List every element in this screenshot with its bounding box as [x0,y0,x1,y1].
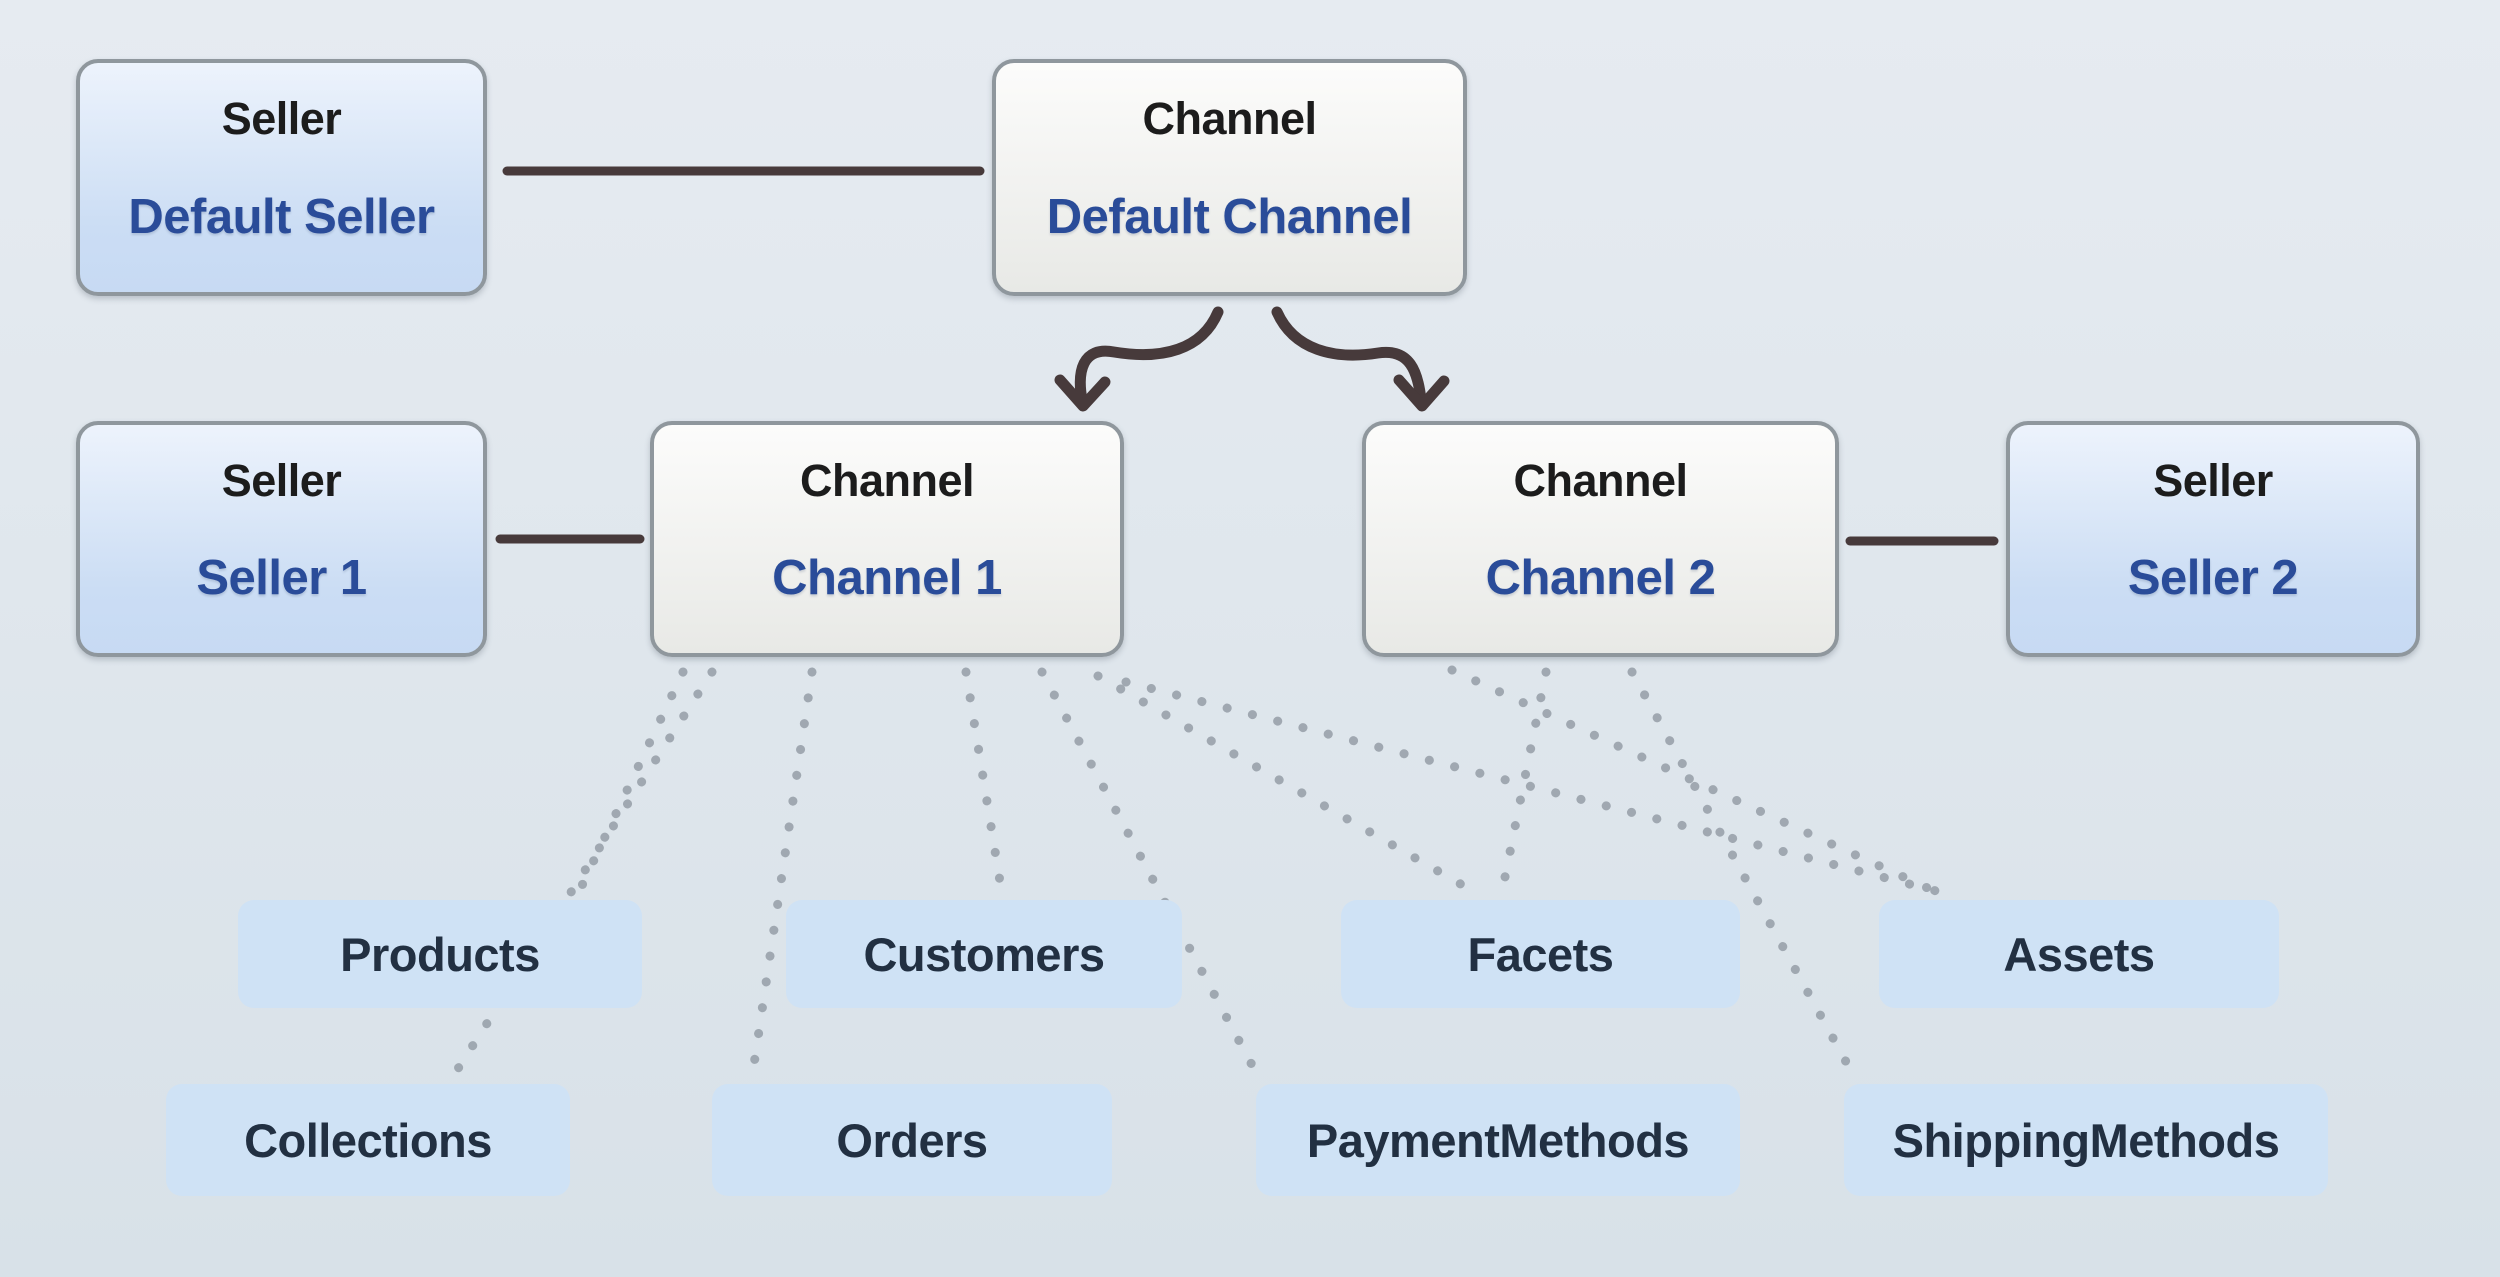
arrowhead-channel2-icon [1393,374,1450,412]
arrow-default-channel-to-channel1 [1074,306,1224,406]
dotted-channel2-assets [1447,665,1937,895]
arrowhead-channel1-icon [1054,374,1111,412]
node-seller1: Seller Seller 1 [76,421,487,657]
arrow-default-channel-to-channel2 [1271,306,1427,406]
entity-facets: Facets [1341,900,1740,1008]
node-type-label: Seller [221,454,342,506]
dotted-channel1-assets [1121,677,1953,899]
node-name-label: Seller 2 [2127,551,2299,606]
node-name-label: Default Seller [128,189,435,244]
entity-products: Products [238,900,642,1008]
dotted-channel1-customers [961,667,1007,899]
entity-assets: Assets [1879,900,2279,1008]
entity-paymentmethods: PaymentMethods [1256,1084,1740,1196]
node-name-label: Channel 2 [1485,551,1716,606]
node-type-label: Channel [799,454,975,506]
node-default-seller: Seller Default Seller [76,59,487,296]
entity-customers: Customers [786,900,1182,1008]
node-default-channel: Channel Default Channel [992,59,1467,296]
node-channel2: Channel Channel 2 [1362,421,1839,657]
dotted-channel2-facets [1497,667,1551,897]
node-channel1: Channel Channel 1 [650,421,1124,657]
dotted-channel1-orders [747,667,817,1083]
node-name-label: Default Channel [1046,189,1413,244]
node-seller2: Seller Seller 2 [2006,421,2420,657]
entity-shippingmethods: ShippingMethods [1844,1084,2328,1196]
entity-collections: Collections [166,1084,570,1196]
node-name-label: Seller 1 [196,551,367,606]
entity-orders: Orders [712,1084,1112,1196]
node-type-label: Channel [1142,92,1317,144]
node-name-label: Channel 1 [772,551,1002,606]
dotted-channel1-products [572,667,688,901]
node-type-label: Seller [221,92,342,144]
dotted-channel1-paymentmethods [1037,667,1265,1085]
dotted-channel1-collections [447,667,717,1083]
dotted-channel1-facets [1093,671,1483,899]
node-type-label: Channel [1513,454,1688,506]
dotted-channel2-shippingmethods [1627,667,1861,1085]
node-type-label: Seller [2153,454,2273,506]
